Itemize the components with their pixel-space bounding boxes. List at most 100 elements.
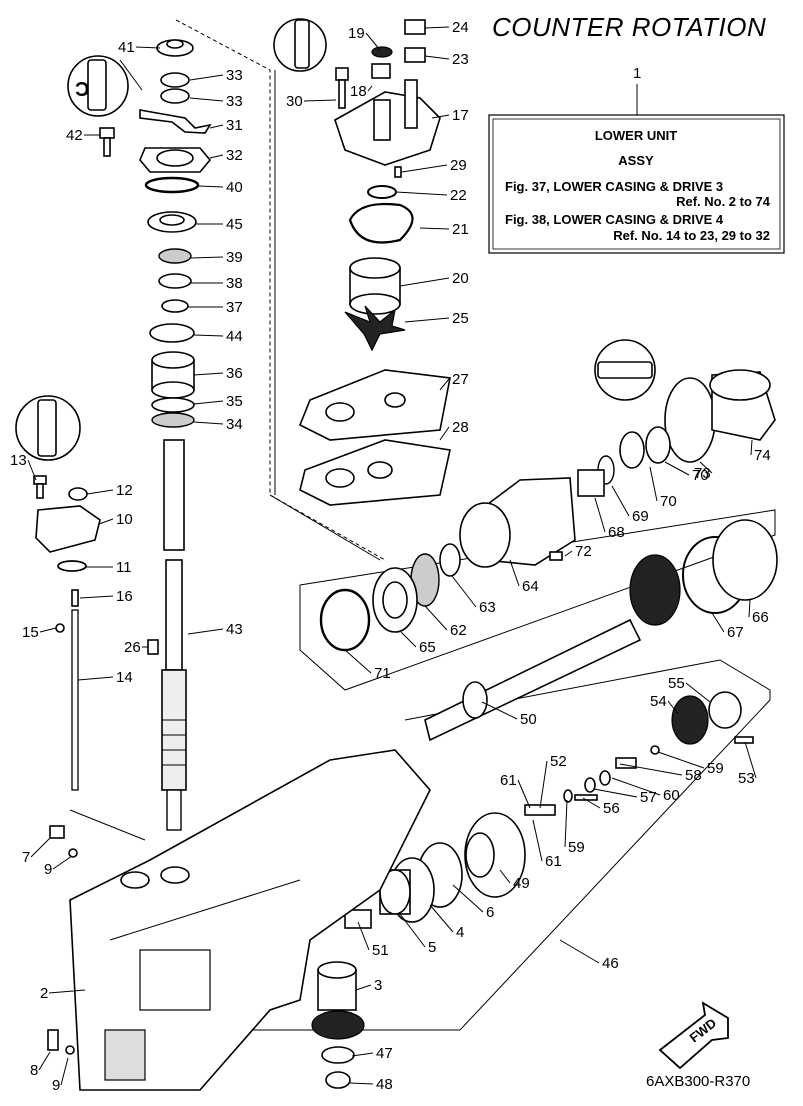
water-pump-assembly xyxy=(273,18,451,506)
callout-leader-line xyxy=(419,227,450,230)
callout-leader-line xyxy=(517,779,531,809)
callout-label: 17 xyxy=(452,107,469,124)
callout-label: 16 xyxy=(116,588,133,605)
callout-leader-line xyxy=(197,185,224,188)
callout-label: 10 xyxy=(116,511,133,528)
callout-leader-line xyxy=(711,612,725,633)
callout-label: 70 xyxy=(660,493,677,510)
callout-label: 20 xyxy=(452,270,469,287)
ref-box-line-6: Ref. No. 14 to 23, 29 to 32 xyxy=(613,228,770,243)
callout-leader-line xyxy=(60,1057,69,1086)
callout-leader-line xyxy=(357,921,370,951)
callout-leader-line xyxy=(429,904,454,933)
callout-leader-line xyxy=(564,550,573,557)
callout-label: 54 xyxy=(650,693,667,710)
callout-leader-line xyxy=(209,154,224,159)
callout-label: 61 xyxy=(545,853,562,870)
callout-label: 58 xyxy=(685,767,702,784)
callout-label: 27 xyxy=(452,371,469,388)
callout-label: 43 xyxy=(226,621,243,638)
callout-label: 34 xyxy=(226,416,243,433)
callout-leader-line xyxy=(439,426,450,441)
callout-leader-line xyxy=(187,628,224,635)
reference-box: 1 LOWER UNIT ASSY Fig. 37, LOWER CASING … xyxy=(488,65,785,254)
callout-label: 11 xyxy=(116,559,132,576)
callout-leader-line xyxy=(400,631,417,648)
callout-leader-line xyxy=(424,55,450,60)
callout-label: 25 xyxy=(452,310,469,327)
shift-rod-assembly xyxy=(15,395,101,791)
callout-leader-line xyxy=(344,649,372,674)
callout-leader-line xyxy=(744,741,757,779)
callout-label: 66 xyxy=(752,609,769,626)
callout-label: 73 xyxy=(694,465,711,482)
callout-leader-line xyxy=(86,489,114,495)
callout-label: 62 xyxy=(450,622,467,639)
callout-leader-line xyxy=(593,788,638,798)
callout-leader-line xyxy=(209,124,224,129)
callout-label: 61 xyxy=(500,772,517,789)
callout-leader-line xyxy=(399,913,426,948)
callout-leader-line xyxy=(451,575,477,608)
callout-label: 53 xyxy=(738,770,755,787)
callout-label: 9 xyxy=(44,861,52,878)
callout-leader-line xyxy=(664,461,690,476)
callout-leader-line xyxy=(649,466,658,502)
callout-leader-line xyxy=(611,485,630,517)
callout-leader-line xyxy=(481,701,518,720)
callout-leader-line xyxy=(699,461,713,474)
callout-leader-line xyxy=(499,869,511,884)
callout-label: 33 xyxy=(226,93,243,110)
callout-label: 36 xyxy=(226,365,243,382)
callout-label: 29 xyxy=(450,157,467,174)
ref-box-line-4: Ref. No. 2 to 74 xyxy=(676,194,771,209)
callout-leader-line xyxy=(559,939,600,964)
callout-label: 8 xyxy=(30,1062,38,1079)
callout-leader-line xyxy=(539,760,548,809)
callout-label: 31 xyxy=(226,117,243,134)
callout-label: 19 xyxy=(348,25,365,42)
callout-label: 55 xyxy=(668,675,685,692)
callout-leader-line xyxy=(748,599,751,618)
ref-box-item-number: 1 xyxy=(633,65,641,82)
callout-label: 56 xyxy=(603,800,620,817)
callout-label: 6 xyxy=(486,904,494,921)
callout-label: 48 xyxy=(376,1076,393,1093)
grease-inset-top-left: Ɔ xyxy=(67,55,129,117)
callout-label: 4 xyxy=(456,924,464,941)
callout-label: 13 xyxy=(10,452,27,469)
callout-label: 67 xyxy=(727,624,744,641)
callout-label: 60 xyxy=(663,787,680,804)
drive-shaft-stack xyxy=(139,39,212,831)
callout-label: 46 xyxy=(602,955,619,972)
callout-leader-line xyxy=(399,277,450,287)
callout-label: 38 xyxy=(226,275,243,292)
svg-text:Ɔ: Ɔ xyxy=(75,79,89,101)
callout-label: 65 xyxy=(419,639,436,656)
callout-leader-line xyxy=(193,400,224,405)
callout-leader-line xyxy=(424,26,450,29)
callout-leader-line xyxy=(193,372,224,376)
callout-label: 5 xyxy=(428,939,436,956)
callout-leader-line xyxy=(657,751,705,769)
callout-leader-line xyxy=(355,984,372,991)
callout-leader-line xyxy=(349,1082,374,1085)
callout-label: 68 xyxy=(608,524,625,541)
bolt-42 xyxy=(99,127,115,157)
callout-leader-line xyxy=(351,1052,374,1057)
callout-label: 23 xyxy=(452,51,469,68)
fwd-arrow: FWD xyxy=(658,1001,729,1070)
callout-leader-line xyxy=(395,191,448,196)
drawing-code: 6AXB300-R370 xyxy=(646,1073,750,1090)
callout-label: 64 xyxy=(522,578,539,595)
callout-label: 15 xyxy=(22,624,39,641)
callout-label: 28 xyxy=(452,419,469,436)
callout-label: 22 xyxy=(450,187,467,204)
callout-label: 9 xyxy=(52,1077,60,1094)
callout-leader-line xyxy=(404,317,450,323)
callout-leader-line xyxy=(48,989,86,994)
callout-leader-line xyxy=(39,627,57,633)
callout-leader-line xyxy=(190,256,224,259)
callout-label: 42 xyxy=(66,127,83,144)
